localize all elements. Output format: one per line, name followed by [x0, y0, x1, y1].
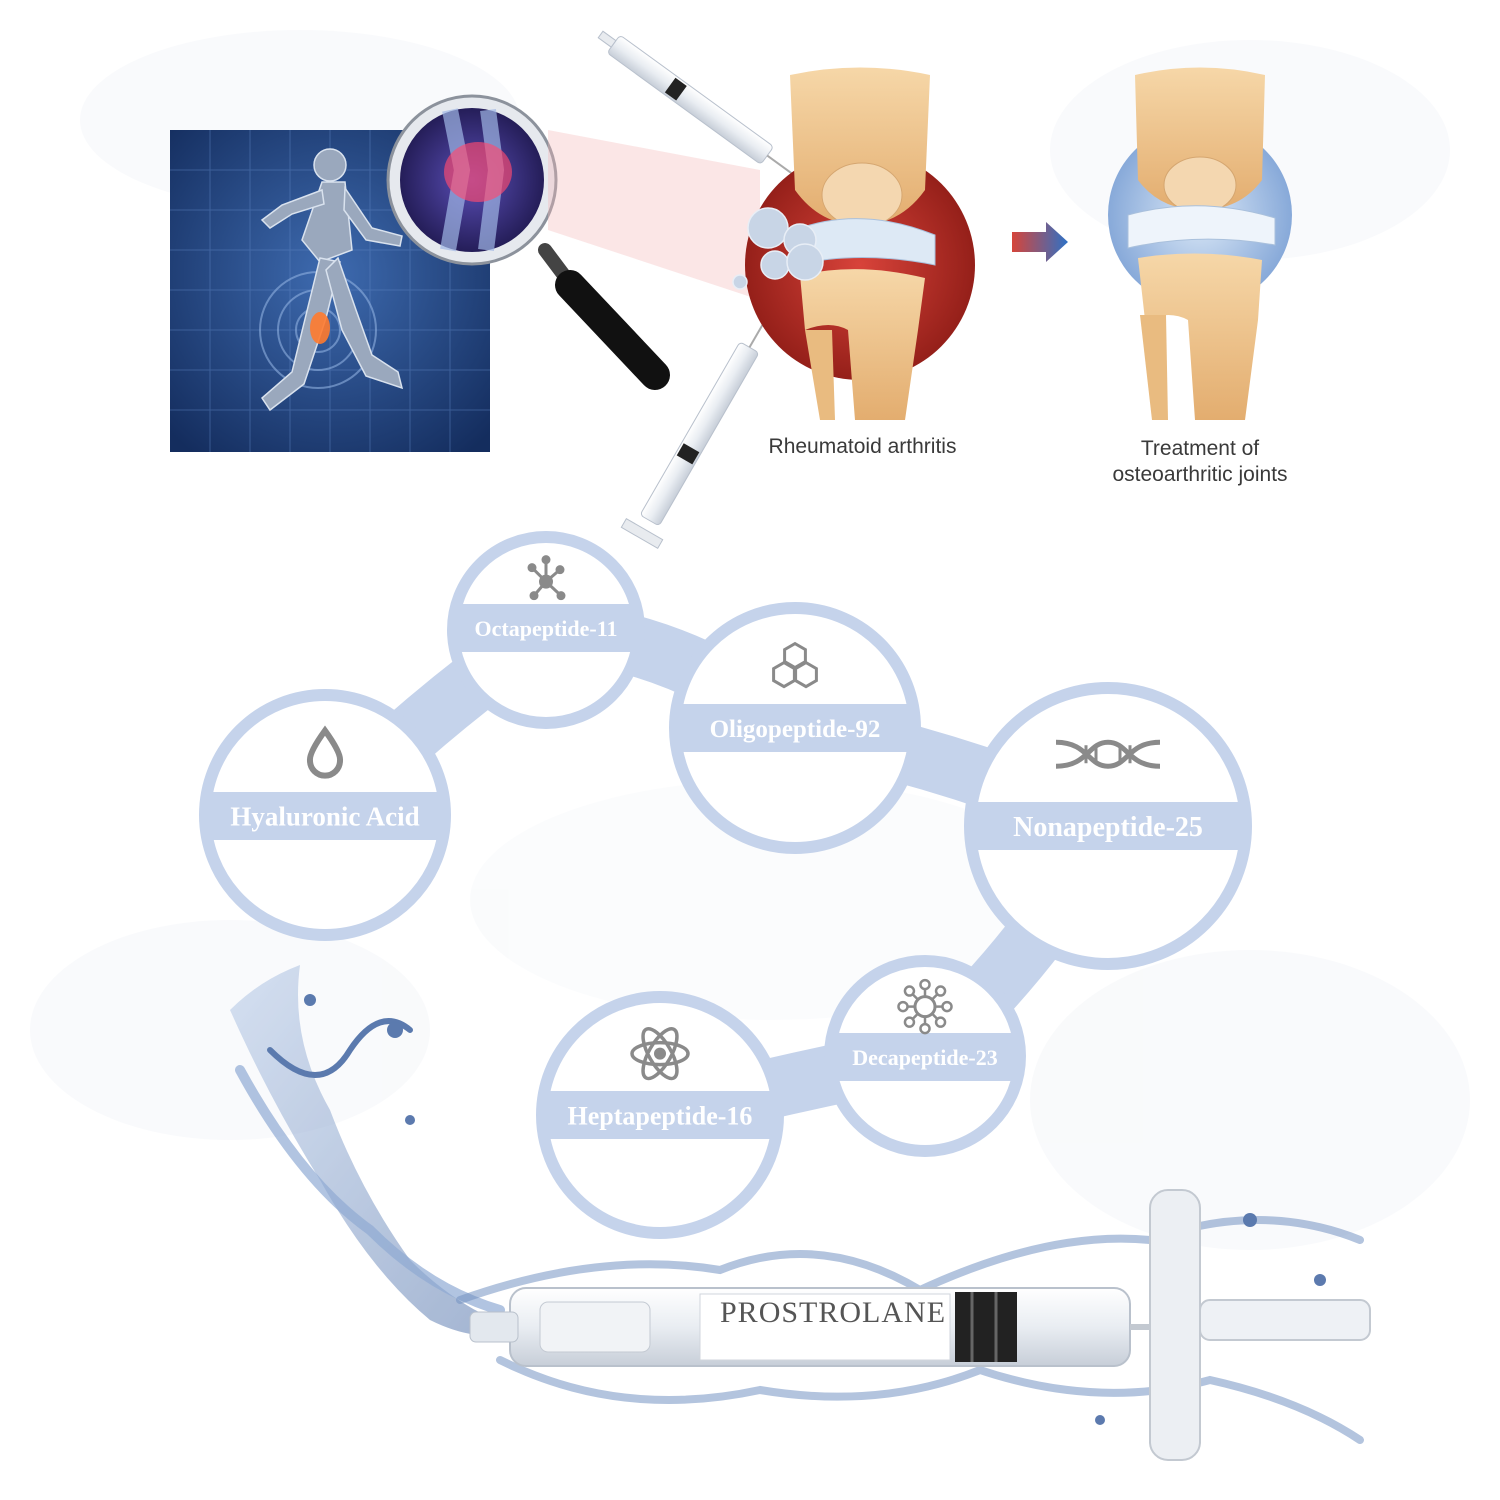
atom-icon — [630, 1027, 690, 1081]
ingredient-label-band — [205, 792, 445, 840]
product-brand-label: PROSTROLANE — [720, 1296, 947, 1329]
ingredient-node: Octapeptide-11 — [447, 531, 645, 729]
hexagon-molecule-icon — [772, 641, 818, 689]
inflamed-knee-joint — [732, 67, 975, 420]
prostrolane-syringe — [469, 1189, 1371, 1461]
syringe-bottom — [620, 312, 771, 550]
ingredient-label: Nonapeptide-25 — [1013, 812, 1203, 843]
molecule-icon — [527, 555, 566, 601]
runner-figure — [260, 148, 404, 412]
ingredient-label: Oligopeptide-92 — [710, 716, 881, 743]
ingredient-node: Oligopeptide-92 — [669, 602, 921, 854]
ingredient-label-band — [542, 1091, 778, 1139]
ingredient-label: Hyaluronic Acid — [230, 802, 419, 832]
ingredient-label-band — [675, 704, 915, 752]
ingredient-label: Decapeptide-23 — [852, 1045, 997, 1070]
transition-arrow — [1012, 222, 1068, 262]
ingredient-label-band — [970, 802, 1246, 850]
droplet-icon — [306, 725, 344, 779]
runner-panel — [170, 130, 490, 452]
ingredient-node: Heptapeptide-16 — [536, 991, 784, 1239]
caption-treatment-title: Treatment of osteoarthritic joints — [1065, 436, 1335, 488]
magnifier — [386, 94, 760, 390]
virus-cluster-icon — [897, 978, 953, 1035]
ingredient-nodes: Hyaluronic Acid Octapeptide-11Oligopeptid… — [199, 531, 1252, 1239]
caption-treatment-line-2: osteoarthritic joints — [1112, 463, 1288, 486]
knee-pain-highlight — [310, 312, 330, 344]
ingredient-label-band — [830, 1033, 1020, 1081]
healthy-knee-joint — [1108, 67, 1292, 420]
ingredient-label: Heptapeptide-16 — [568, 1101, 753, 1130]
ingredient-node: Decapeptide-23 — [824, 955, 1026, 1157]
syringe-top — [597, 30, 802, 182]
ingredient-node: Nonapeptide-25 — [964, 682, 1252, 970]
caption-treatment-line-1: Treatment of — [1140, 437, 1260, 460]
ingredient-node: Hyaluronic Acid — [199, 689, 451, 941]
dna-icon — [1055, 739, 1161, 769]
ingredient-label-band — [453, 604, 639, 652]
ingredient-label: Octapeptide-11 — [475, 616, 618, 641]
caption-rheumatoid-arthritis: Rheumatoid arthritis — [768, 435, 957, 458]
